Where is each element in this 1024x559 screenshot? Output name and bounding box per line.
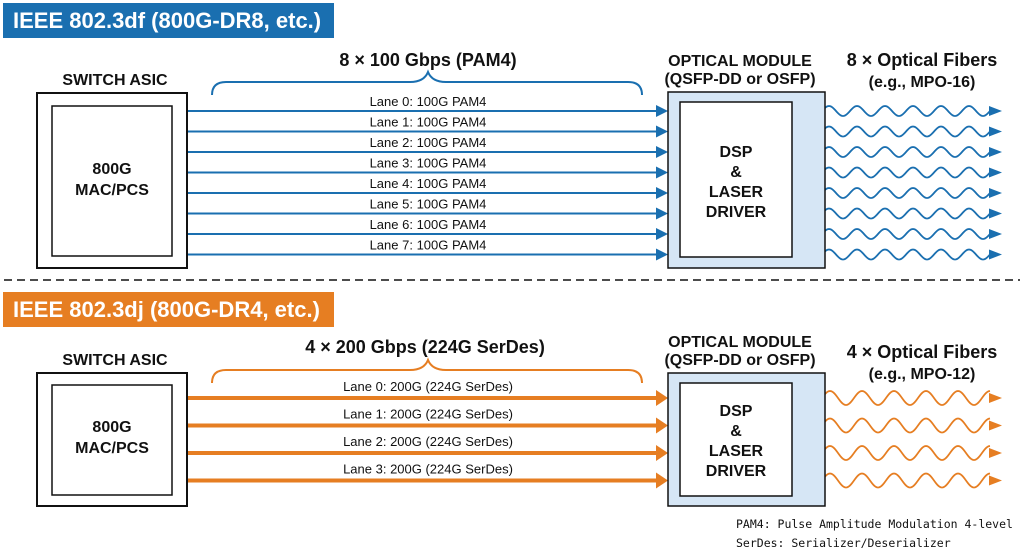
bottom-fiber-3-arrowhead xyxy=(989,475,1002,486)
bottom-fiber-0-arrowhead xyxy=(989,393,1002,403)
top-lane-4-arrowhead xyxy=(656,187,668,199)
bottom-module-line1: DSP xyxy=(720,403,753,420)
top-fiber-1-wave xyxy=(821,125,991,138)
top-fiber-5-wave xyxy=(821,207,991,220)
bottom-fiber-3-wave xyxy=(821,472,991,489)
top-lane-1-label: Lane 1: 100G PAM4 xyxy=(370,115,487,130)
bottom-fiber-1-wave xyxy=(821,417,991,434)
top-lane-0-arrowhead xyxy=(656,105,668,117)
bottom-banner-bg xyxy=(3,292,334,327)
top-lane-2-label: Lane 2: 100G PAM4 xyxy=(370,135,487,150)
top-lane-5-arrowhead xyxy=(656,207,668,220)
bottom-fibers-title-line1: 4 × Optical Fibers xyxy=(847,342,998,362)
top-fibers-title-line2: (e.g., MPO-16) xyxy=(869,74,976,91)
top-fibers-title-line1: 8 × Optical Fibers xyxy=(847,50,998,70)
bottom-asic-title: SWITCH ASIC xyxy=(62,352,168,369)
bottom-lane-3-label: Lane 3: 200G (224G SerDes) xyxy=(343,462,513,477)
bottom-fiber-2-wave xyxy=(821,445,991,461)
top-lane-7-label: Lane 7: 100G PAM4 xyxy=(370,238,487,253)
top-module-line1: DSP xyxy=(720,144,753,161)
bottom-module-line4: DRIVER xyxy=(706,463,767,480)
top-module-inner xyxy=(679,101,793,258)
bottom-lane-2-arrowhead xyxy=(656,445,668,461)
top-banner-title: IEEE 802.3df (800G-DR8, etc.) xyxy=(13,8,321,33)
top-banner-bg xyxy=(3,3,334,38)
top-bus-brace xyxy=(211,69,643,96)
bottom-banner-title: IEEE 802.3dj (800G-DR4, etc.) xyxy=(13,297,320,322)
bottom-lane-0-label: Lane 0: 200G (224G SerDes) xyxy=(343,379,513,394)
top-module-title-line2: (QSFP-DD or OSFP) xyxy=(664,71,815,88)
top-fiber-2-wave xyxy=(821,146,991,158)
top-lane-2-arrowhead xyxy=(656,146,668,158)
bottom-bus-label: 4 × 200 Gbps (224G SerDes) xyxy=(305,337,545,357)
top-fiber-7-wave xyxy=(821,248,991,261)
bottom-lane-3-arrowhead xyxy=(656,472,668,489)
bottom-asic-line1: 800G xyxy=(92,419,131,436)
top-lane-7-arrowhead xyxy=(656,248,668,261)
bottom-module-title-line2: (QSFP-DD or OSFP) xyxy=(664,352,815,369)
top-fiber-3-arrowhead xyxy=(989,167,1002,178)
top-bus-label: 8 × 100 Gbps (PAM4) xyxy=(339,50,516,70)
top-lane-1-arrowhead xyxy=(656,125,668,138)
top-lane-0-label: Lane 0: 100G PAM4 xyxy=(370,94,487,109)
bottom-lane-1-arrowhead xyxy=(656,417,668,434)
bottom-module-inner xyxy=(679,382,793,497)
bottom-module-line2: & xyxy=(730,423,742,440)
top-fiber-0-arrowhead xyxy=(989,106,1002,116)
top-module-line4: DRIVER xyxy=(706,204,767,221)
top-lane-3-arrowhead xyxy=(656,166,668,179)
top-module-line2: & xyxy=(730,164,742,181)
top-fiber-2-arrowhead xyxy=(989,147,1002,157)
top-fiber-4-wave xyxy=(821,187,991,199)
top-module-title-line1: OPTICAL MODULE xyxy=(668,53,812,70)
bottom-fiber-0-wave xyxy=(821,390,991,406)
bottom-module-title-line1: OPTICAL MODULE xyxy=(668,334,812,351)
bottom-fibers-title-line2: (e.g., MPO-12) xyxy=(869,366,976,383)
bottom-asic-inner xyxy=(51,384,173,496)
top-fiber-3-wave xyxy=(821,166,991,179)
top-asic-line1: 800G xyxy=(92,161,131,178)
top-fiber-0-wave xyxy=(821,105,991,117)
bottom-lane-0-arrowhead xyxy=(656,390,668,406)
bottom-asic-line2: MAC/PCS xyxy=(75,440,149,457)
top-fiber-1-arrowhead xyxy=(989,126,1002,137)
top-lane-3-label: Lane 3: 100G PAM4 xyxy=(370,156,487,171)
top-lane-6-arrowhead xyxy=(656,228,668,240)
footnote-pam4: PAM4: Pulse Amplitude Modulation 4-level xyxy=(736,517,1013,531)
top-module-line3: LASER xyxy=(709,184,764,201)
top-lane-6-label: Lane 6: 100G PAM4 xyxy=(370,217,487,232)
top-fiber-6-arrowhead xyxy=(989,229,1002,239)
bottom-lanes: Lane 0: 200G (224G SerDes) Lane 1: 200G (… xyxy=(188,379,1002,489)
top-fiber-5-arrowhead xyxy=(989,208,1002,219)
top-asic-title: SWITCH ASIC xyxy=(62,72,168,89)
top-asic-inner xyxy=(51,105,173,257)
top-fiber-7-arrowhead xyxy=(989,249,1002,260)
bottom-fiber-1-arrowhead xyxy=(989,420,1002,431)
bottom-lane-1-label: Lane 1: 200G (224G SerDes) xyxy=(343,407,513,422)
bottom-bus-brace xyxy=(211,357,643,384)
top-asic-line2: MAC/PCS xyxy=(75,182,149,199)
bottom-fiber-2-arrowhead xyxy=(989,448,1002,458)
bottom-module-line3: LASER xyxy=(709,443,764,460)
bottom-lane-2-label: Lane 2: 200G (224G SerDes) xyxy=(343,434,513,449)
top-fiber-4-arrowhead xyxy=(989,188,1002,198)
top-fiber-6-wave xyxy=(821,228,991,240)
footnote-serdes: SerDes: Serializer/Deserializer xyxy=(736,536,951,550)
top-lane-5-label: Lane 5: 100G PAM4 xyxy=(370,197,487,212)
top-lane-4-label: Lane 4: 100G PAM4 xyxy=(370,176,487,191)
